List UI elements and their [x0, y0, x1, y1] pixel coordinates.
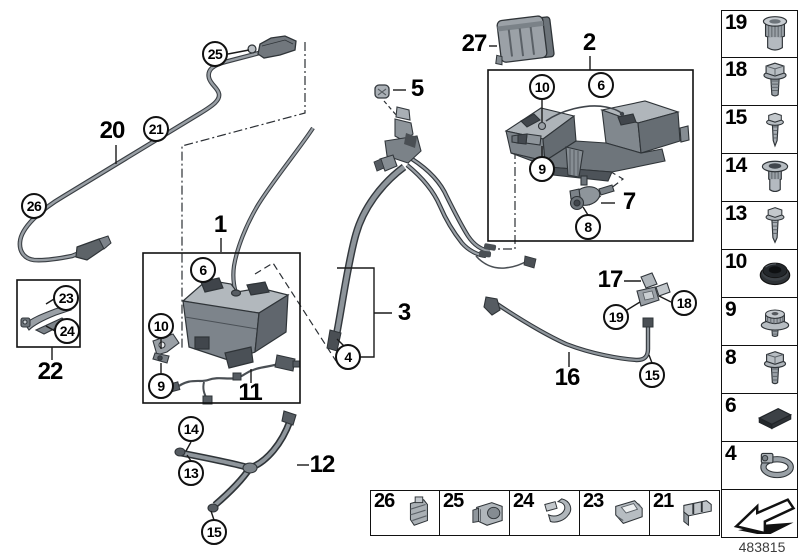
breather-line-20-illustration: [17, 35, 297, 263]
callout-4[interactable]: 4: [335, 344, 361, 370]
parts-sidebar: 19 18 15 14 13 10 9 8 6 4: [721, 10, 798, 538]
sidebar-cell-number: 15: [725, 106, 747, 129]
sidebar-cell-number: 14: [725, 154, 747, 177]
ecu-27-illustration: [495, 15, 555, 66]
sidebar-cell-number: 6: [725, 394, 737, 417]
callout-15[interactable]: 15: [639, 362, 665, 388]
clip-cell-21[interactable]: 21: [650, 490, 720, 536]
cable-clip-icon: [399, 496, 437, 530]
line-clip-icon: [679, 496, 717, 530]
sidebar-cell-18[interactable]: 18: [721, 58, 798, 106]
sidebar-cell-19[interactable]: 19: [721, 10, 798, 58]
clip-cell-25[interactable]: 25: [440, 490, 510, 536]
callout-16[interactable]: 16: [554, 364, 581, 391]
sidebar-cell-9[interactable]: 9: [721, 298, 798, 346]
pressure-line-16-illustration: [483, 296, 654, 363]
blind-rivet-nut-icon: [754, 13, 796, 55]
vent-line-illustration: [231, 126, 315, 298]
callout-3[interactable]: 3: [397, 299, 411, 326]
callout-10[interactable]: 10: [148, 313, 174, 339]
knurled-flange-nut-icon: [754, 300, 796, 342]
clip-cell-number: 21: [653, 490, 674, 512]
sidebar-cell-10[interactable]: 10: [721, 250, 798, 298]
callout-12[interactable]: 12: [309, 451, 336, 478]
callout-18[interactable]: 18: [671, 290, 697, 316]
sidebar-cell-6[interactable]: 6: [721, 394, 798, 442]
self-tapping-screw-icon: [754, 108, 796, 150]
callout-5[interactable]: 5: [410, 75, 424, 102]
connector-holder-icon: [469, 496, 507, 530]
callout-6[interactable]: 6: [190, 257, 216, 283]
diagram-number: 483815: [738, 539, 786, 555]
sidebar-cell-15[interactable]: 15: [721, 106, 798, 154]
callout-13[interactable]: 13: [178, 460, 204, 486]
callout-27[interactable]: 27: [461, 30, 488, 57]
sidebar-cell-8[interactable]: 8: [721, 346, 798, 394]
callout-1[interactable]: 1: [213, 211, 227, 238]
clip-cell-number: 26: [374, 490, 395, 512]
adhesive-pad-icon: [754, 396, 796, 438]
group-box-1: [142, 252, 301, 404]
callout-20[interactable]: 20: [99, 117, 126, 144]
callout-15[interactable]: 15: [201, 519, 227, 545]
callout-8[interactable]: 8: [575, 214, 601, 240]
group-boxes: [16, 69, 694, 404]
callout-26[interactable]: 26: [21, 193, 47, 219]
clip-cell-24[interactable]: 24: [510, 490, 580, 536]
callout-9[interactable]: 9: [148, 373, 174, 399]
rubber-grommet-icon: [754, 252, 796, 294]
sidebar-cell-number: 8: [725, 346, 737, 369]
callout-24[interactable]: 24: [54, 318, 80, 344]
callout-14[interactable]: 14: [178, 416, 204, 442]
callout-25[interactable]: 25: [202, 41, 228, 67]
sidebar-cell-13[interactable]: 13: [721, 202, 798, 250]
sidebar-cell-number: 18: [725, 58, 747, 81]
clip-cell-number: 23: [583, 490, 604, 512]
sidebar-cell-number: 19: [725, 11, 747, 34]
clip-cell-number: 24: [513, 490, 534, 512]
callout-23[interactable]: 23: [53, 285, 79, 311]
clip-cell-26[interactable]: 26: [370, 490, 440, 536]
pump-7-illustration: [569, 175, 615, 211]
direction-arrow-icon: [733, 498, 796, 534]
callout-11[interactable]: 11: [238, 379, 262, 406]
sidebar-cell-number: 13: [725, 202, 747, 225]
callout-9[interactable]: 9: [529, 156, 555, 182]
callout-21[interactable]: 21: [143, 116, 169, 142]
filler-pipe-illustration: [326, 106, 537, 352]
clip-cell-number: 25: [443, 490, 464, 512]
hose-clamp-icon: [754, 444, 796, 486]
callout-2[interactable]: 2: [582, 29, 596, 56]
hex-screw-long-icon: [754, 204, 796, 246]
blind-rivet-nut-large-icon: [754, 156, 796, 198]
view-direction-cell[interactable]: [721, 490, 798, 538]
tank-bracket-illustration: [152, 333, 180, 364]
sidebar-cell-number: 4: [725, 442, 737, 465]
clip-cell-23[interactable]: 23: [580, 490, 650, 536]
hex-flange-bolt-icon: [754, 60, 796, 102]
clips-row: 26 25 24 23 21: [370, 490, 720, 536]
callout-7[interactable]: 7: [622, 188, 636, 215]
callout-17[interactable]: 17: [597, 266, 624, 293]
filler-cap-5-illustration: [374, 84, 390, 99]
spring-clip-icon: [539, 496, 577, 530]
bracket-12-illustration: [174, 410, 297, 513]
callout-10[interactable]: 10: [529, 74, 555, 100]
sidebar-cell-4[interactable]: 4: [721, 442, 798, 490]
callout-22[interactable]: 22: [37, 358, 64, 385]
sidebar-cell-14[interactable]: 14: [721, 154, 798, 202]
sidebar-cell-number: 9: [725, 298, 737, 321]
active-tank-illustration: [181, 277, 290, 369]
hex-bolt-washer-icon: [754, 348, 796, 390]
retaining-clip-icon: [609, 496, 647, 530]
callout-19[interactable]: 19: [603, 304, 629, 330]
callout-6[interactable]: 6: [588, 72, 614, 98]
leader-lines: [45, 45, 672, 521]
group-box-22: [16, 279, 81, 348]
sidebar-cell-number: 10: [725, 250, 747, 273]
clip-17-18-19-illustration: [636, 272, 671, 307]
